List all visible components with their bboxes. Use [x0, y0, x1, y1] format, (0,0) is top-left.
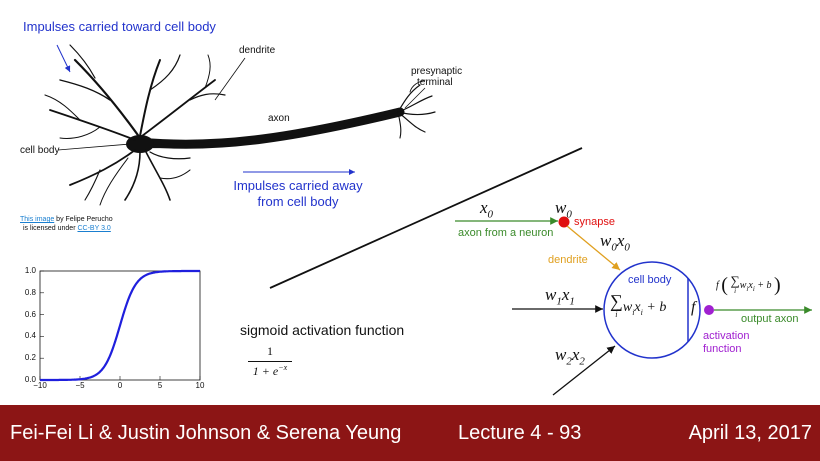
- y-tick-label: 0.6: [24, 309, 36, 319]
- presynaptic-pointer: [404, 87, 426, 109]
- sigmoid-formula: 1 1 + e−x: [248, 344, 292, 379]
- sigmoid-numerator: 1: [267, 344, 273, 358]
- impulse-toward-arrow: [56, 44, 71, 73]
- presynaptic-label: presynaptic terminal: [411, 66, 463, 88]
- footer-date: April 13, 2017: [688, 422, 812, 444]
- y-tick-label: 0.4: [24, 331, 36, 341]
- sigmoid-label: sigmoid activation function: [240, 322, 405, 338]
- output-expression: f ( ∑ i wixi + b ): [716, 272, 781, 297]
- dendrite-model-label: dendrite: [548, 254, 588, 266]
- dendrite-line: [566, 225, 621, 271]
- sum-sign: ∑: [610, 291, 623, 311]
- sigmoid-denominator: 1 + e: [252, 364, 279, 378]
- axon-label: axon: [268, 113, 290, 124]
- axon-from-neuron-label: axon from a neuron: [458, 227, 554, 239]
- sigmoid-plot: [39, 269, 201, 382]
- impulses-away-label: Impulses carried away from cell body: [233, 178, 363, 209]
- summation-expression: ∑ i wixi + b: [610, 291, 667, 319]
- synapse-label: synapse: [574, 216, 615, 228]
- image-credit-link[interactable]: This image: [20, 216, 55, 223]
- y-tick-label: 0.0: [24, 375, 36, 384]
- synapse-dot: [558, 216, 570, 228]
- cell-body-circle: [603, 261, 701, 359]
- slide-content: Impulses carried toward cell body dendri…: [20, 19, 812, 396]
- y-tick-label: 1.0: [24, 266, 36, 275]
- x-tick-label: 5: [157, 381, 163, 390]
- activation-f-label: f: [691, 299, 696, 316]
- w0x0-label: w0x0: [600, 231, 630, 254]
- output-axon-label: output axon: [741, 313, 799, 325]
- w2x2-label: w2x2: [555, 345, 585, 368]
- sigmoid-curve: [40, 269, 200, 382]
- dendrite-label: dendrite: [239, 45, 276, 56]
- w0-label: w0: [555, 198, 572, 221]
- image-credit: This image by Felipe Perucho is licensed…: [20, 216, 113, 232]
- w1x1-label: w1x1: [545, 285, 575, 308]
- x-tick-label: −10: [33, 381, 47, 390]
- activation-function-label: activation function: [703, 330, 750, 355]
- activation-dot: [704, 305, 714, 315]
- x0-label: x0: [480, 198, 494, 221]
- divider-line: [269, 147, 583, 289]
- cell-body-model-label: cell body: [628, 274, 672, 286]
- footer-authors: Fei-Fei Li & Justin Johnson & Serena Yeu…: [10, 422, 402, 444]
- license-link[interactable]: CC-BY 3.0: [77, 225, 111, 232]
- footer-lecture: Lecture 4 - 93: [458, 422, 582, 444]
- footer-bar: Fei-Fei Li & Justin Johnson & Serena Yeu…: [0, 405, 820, 461]
- x-tick-label: 0: [117, 381, 123, 390]
- neuron-illustration: [39, 44, 812, 396]
- cell-body-label: cell body: [20, 145, 60, 156]
- y-tick-label: 0.8: [24, 287, 36, 297]
- impulses-toward-label: Impulses carried toward cell body: [23, 19, 216, 34]
- dendrite-pointer: [214, 57, 246, 101]
- sigmoid-exponent: −x: [278, 363, 288, 372]
- x-tick-label: −5: [75, 381, 85, 390]
- y-tick-label: 0.2: [24, 353, 36, 363]
- x-tick-label: 10: [195, 381, 205, 390]
- cellbody-pointer: [57, 143, 131, 151]
- w2x2-input-line: [552, 345, 616, 396]
